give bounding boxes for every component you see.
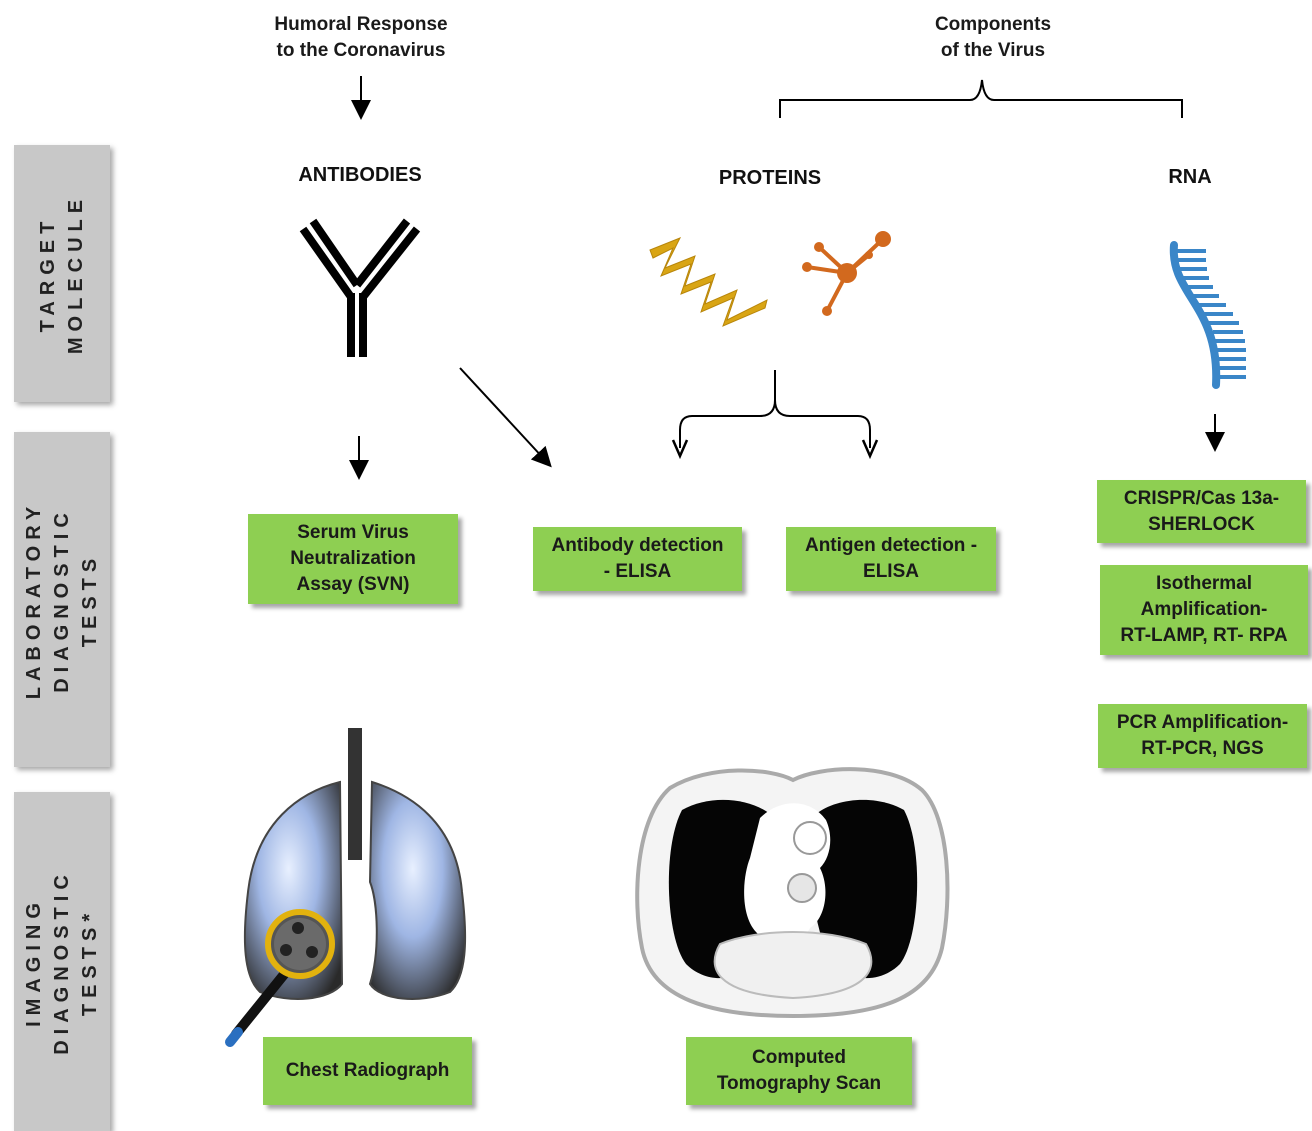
side-label-imaging: IMAGING DIAGNOSTIC TESTS* (23, 868, 101, 1055)
protein-helix-icon (649, 237, 768, 327)
header-humoral-response: Humoral Response to the Coronavirus (274, 14, 448, 61)
lungs-xray-icon (225, 728, 467, 1047)
box-antigen-detection-elisa: Antigen detection - ELISA (786, 527, 996, 591)
title-rna: RNA (1168, 166, 1212, 188)
box-antibody-detection-elisa: Antibody detection - ELISA (533, 527, 742, 591)
arrow-antibodies-to-elisa (459, 367, 552, 468)
ct-scan-icon (635, 767, 950, 1019)
bracket-proteins (679, 370, 871, 448)
title-antibodies: ANTIBODIES (298, 164, 422, 186)
header-virus-components: Components of the Virus (934, 14, 1052, 61)
box-pcr-amplification: PCR Amplification- RT-PCR, NGS (1098, 704, 1307, 768)
box-serum-virus-neutralization: Serum Virus Neutralization Assay (SVN) (248, 514, 458, 604)
box-computed-tomography: Computed Tomography Scan (686, 1037, 912, 1105)
side-panel-lab-tests: LABORATORY DIAGNOSTIC TESTS (14, 432, 110, 767)
antibody-icon (299, 218, 421, 357)
side-label-lab: LABORATORY DIAGNOSTIC TESTS (23, 500, 101, 699)
box-crispr-sherlock: CRISPR/Cas 13a- SHERLOCK (1097, 480, 1306, 543)
box-isothermal-amplification: Isothermal Amplification- RT-LAMP, RT- R… (1100, 565, 1308, 655)
box-chest-radiograph: Chest Radiograph (263, 1037, 472, 1105)
protein-molecule-icon (802, 231, 891, 316)
rna-strand-icon (1169, 241, 1246, 389)
bracket-components (779, 79, 1183, 118)
side-panel-target-molecule: TARGET MOLECULE (14, 145, 110, 402)
side-label-target: TARGET MOLECULE (37, 193, 87, 354)
title-proteins: PROTEINS (718, 167, 822, 189)
side-panel-imaging-tests: IMAGING DIAGNOSTIC TESTS* (14, 792, 110, 1131)
